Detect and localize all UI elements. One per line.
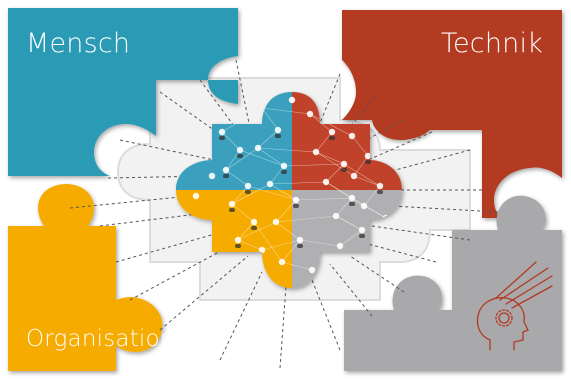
label-technik: Technik [440, 28, 543, 59]
puzzle-piece-technik [342, 10, 562, 218]
puzzle-piece-grey [344, 195, 562, 371]
label-mensch: Mensch [26, 28, 131, 59]
head-with-gear-logo [476, 261, 553, 351]
puzzle-piece-mensch [8, 8, 238, 176]
label-organisation: Organisation [26, 326, 175, 352]
puzzle-piece-organisation [8, 184, 163, 371]
people-nodes [192, 96, 390, 274]
